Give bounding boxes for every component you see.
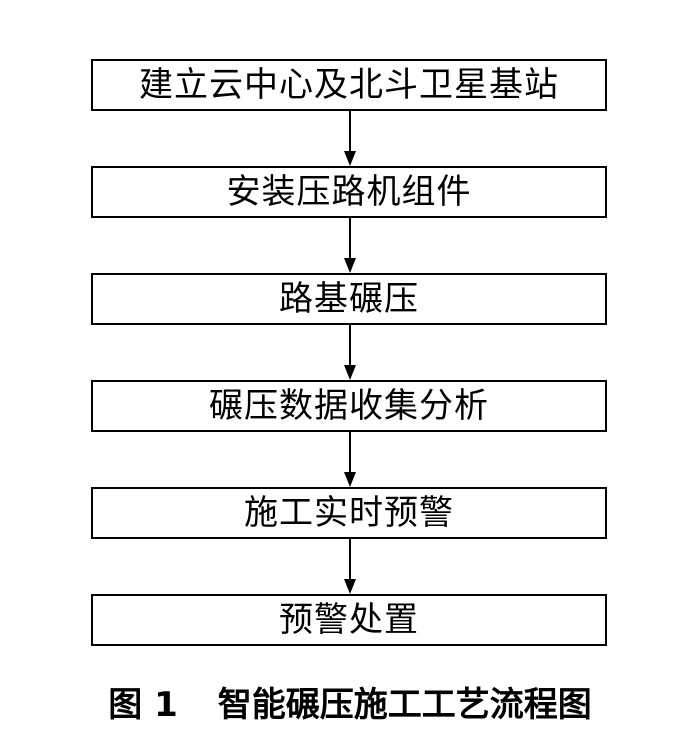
step-box-install-roller-components: 安装压路机组件 [91,166,607,218]
figure-number: 图 1 [108,684,178,725]
down-arrow-icon [344,325,356,380]
step-box-establish-cloud-center: 建立云中心及北斗卫星基站 [91,59,607,111]
step-box-subgrade-compaction: 路基碾压 [91,273,607,325]
figure-title: 智能碾压施工工艺流程图 [217,684,592,725]
step-label: 碾压数据收集分析 [209,386,489,426]
figure-caption: 图 1 智能碾压施工工艺流程图 [0,676,700,726]
step-label: 安装压路机组件 [226,172,472,212]
down-arrow-icon [344,432,356,487]
down-arrow-icon [344,111,356,166]
step-box-realtime-warning: 施工实时预警 [91,487,607,539]
step-box-compaction-data-analysis: 碾压数据收集分析 [91,380,607,432]
step-label: 路基碾压 [279,279,419,319]
step-label: 建立云中心及北斗卫星基站 [139,65,559,105]
step-box-warning-handling: 预警处置 [91,594,607,646]
step-label: 预警处置 [279,600,419,640]
down-arrow-icon [344,218,356,273]
down-arrow-icon [344,539,356,594]
step-label: 施工实时预警 [244,493,454,533]
